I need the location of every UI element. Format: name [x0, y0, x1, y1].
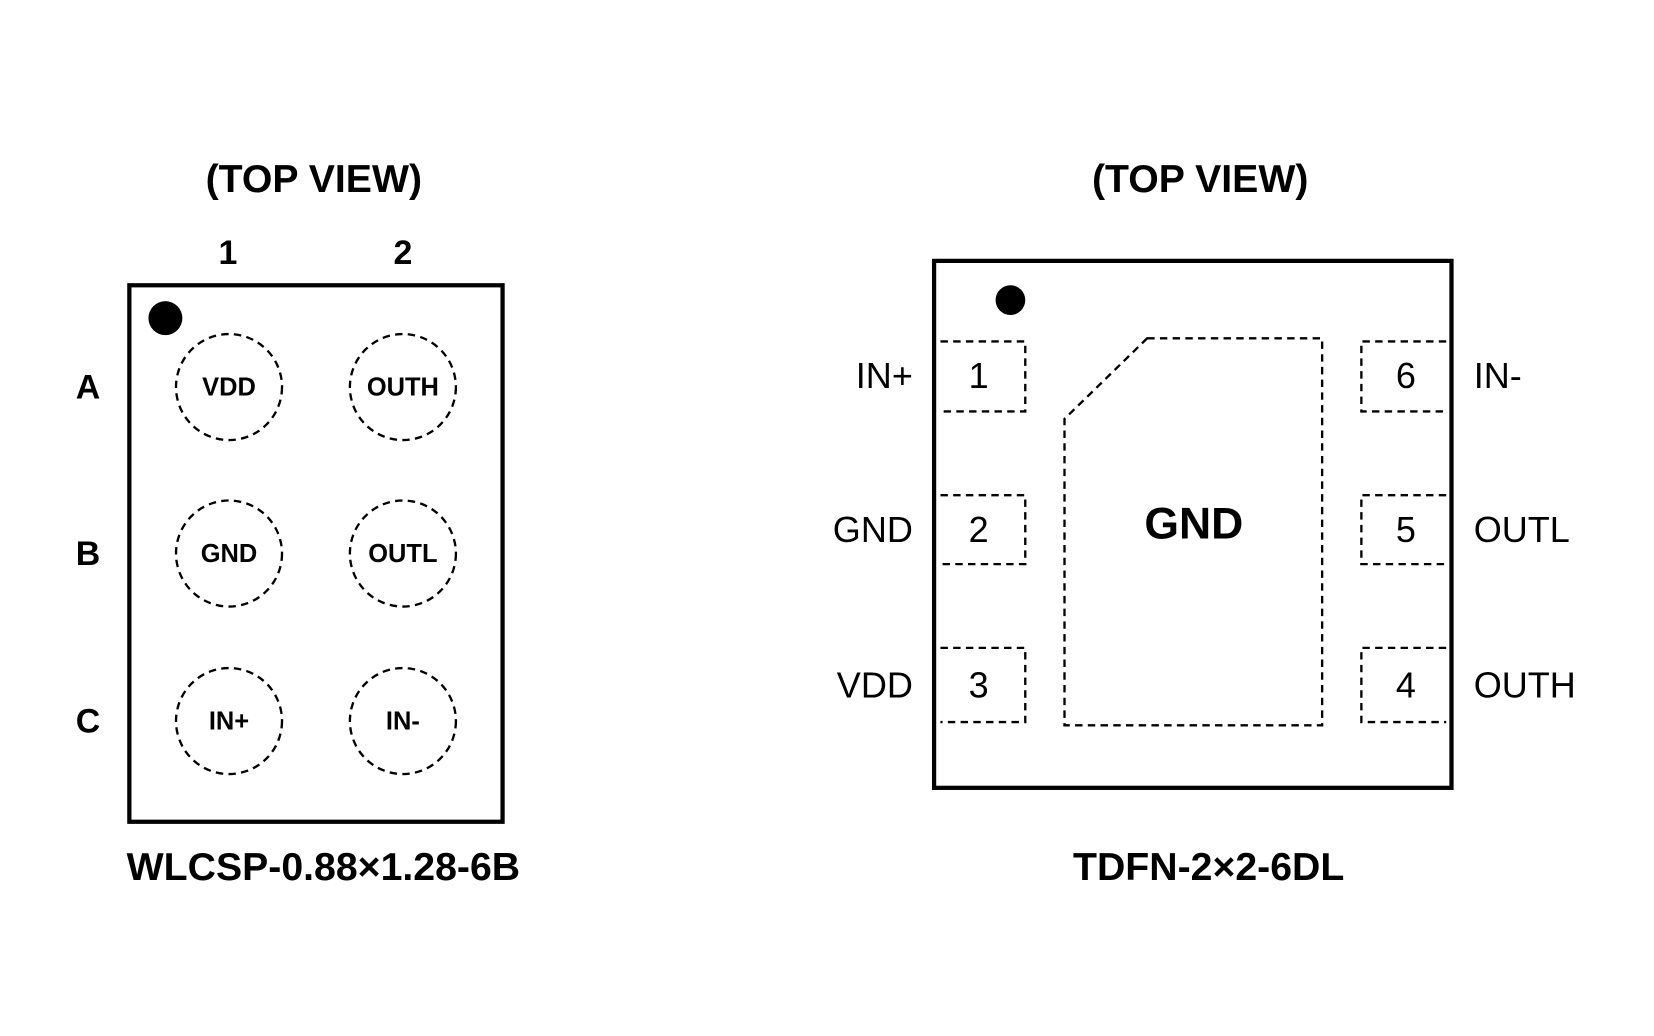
wlcsp-package-outline — [127, 283, 505, 824]
pad-2 — [940, 494, 1027, 566]
row-label-b: B — [76, 535, 101, 573]
pin-6-number: 6 — [1396, 355, 1416, 396]
column-label-2: 2 — [393, 234, 412, 272]
pin-3-name: VDD — [837, 665, 913, 706]
pad-5 — [1360, 494, 1447, 566]
pin1-marker-dot — [148, 301, 183, 336]
pin-6-name: IN- — [1474, 355, 1522, 396]
pin-4-name: OUTH — [1474, 665, 1576, 706]
pin-1-name: IN+ — [856, 355, 913, 396]
pin-4-number: 4 — [1396, 665, 1416, 706]
wlcsp-package-name: WLCSP-0.88×1.28-6B — [127, 845, 520, 889]
pad-4 — [1360, 646, 1447, 724]
ball-b1 — [174, 499, 284, 608]
ball-b2 — [348, 499, 458, 608]
ball-c2-label: IN- — [386, 708, 420, 736]
wlcsp-title: (TOP VIEW) — [206, 157, 422, 201]
ball-a2-label: OUTH — [367, 374, 439, 402]
pad-3 — [940, 646, 1027, 724]
exposed-pad — [1063, 337, 1324, 727]
tdfn-package-name: TDFN-2×2-6DL — [1073, 845, 1344, 889]
column-label-1: 1 — [219, 234, 238, 272]
pin-2-name: GND — [833, 509, 913, 550]
pad-6 — [1360, 340, 1447, 413]
ball-b1-label: GND — [201, 540, 258, 568]
wlcsp-diagram: (TOP VIEW) 1 2 A B C VDD OUTH GND OUTL I… — [76, 157, 520, 889]
ball-a1 — [174, 332, 284, 442]
tdfn-package-outline — [931, 258, 1454, 790]
exposed-pad-label: GND — [1144, 500, 1243, 549]
ball-c1-label: IN+ — [209, 708, 249, 736]
pin-3-number: 3 — [969, 665, 989, 706]
pin-2-number: 2 — [969, 509, 989, 550]
ball-b2-label: OUTL — [368, 540, 437, 568]
pin-5-number: 5 — [1396, 509, 1416, 550]
row-label-a: A — [76, 369, 101, 407]
pin1-marker-dot — [995, 285, 1026, 315]
ball-c1 — [174, 666, 284, 776]
ball-c2 — [348, 666, 458, 776]
tdfn-title: (TOP VIEW) — [1092, 157, 1308, 201]
row-label-c: C — [76, 703, 101, 741]
pin-5-name: OUTL — [1474, 509, 1570, 550]
ball-a2 — [348, 332, 458, 442]
pin-1-number: 1 — [969, 355, 989, 396]
pad-1 — [940, 340, 1027, 413]
tdfn-diagram: (TOP VIEW) GND 1 2 3 6 5 4 IN+ GND VDD I… — [833, 157, 1576, 889]
ball-a1-label: VDD — [202, 374, 256, 402]
